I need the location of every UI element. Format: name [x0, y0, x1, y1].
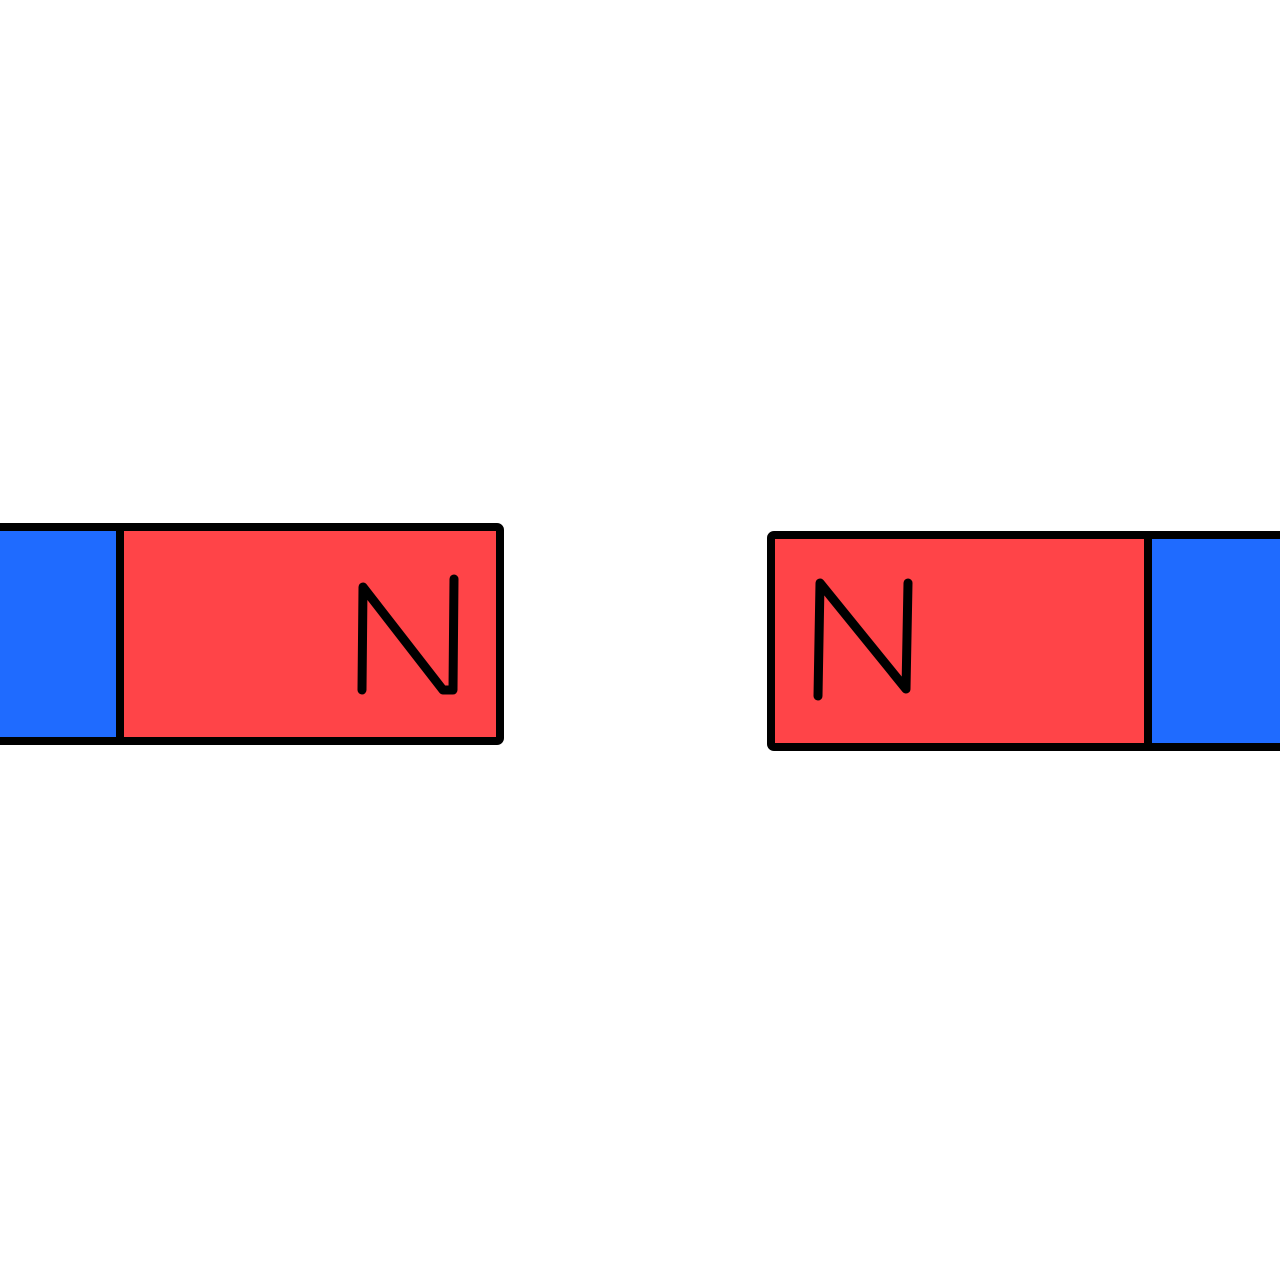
left-magnet-north-pole	[120, 527, 500, 741]
right-magnet-south-pole	[1148, 535, 1280, 747]
left-magnet-south-pole	[0, 527, 120, 741]
left-magnet-outline	[0, 523, 504, 745]
right-magnet	[767, 531, 1280, 751]
right-magnet-n-letter	[813, 578, 913, 701]
right-magnet-outline	[767, 531, 1280, 751]
left-magnet	[0, 523, 504, 745]
left-magnet-n-letter	[357, 574, 459, 695]
right-magnet-north-pole	[771, 535, 1148, 747]
